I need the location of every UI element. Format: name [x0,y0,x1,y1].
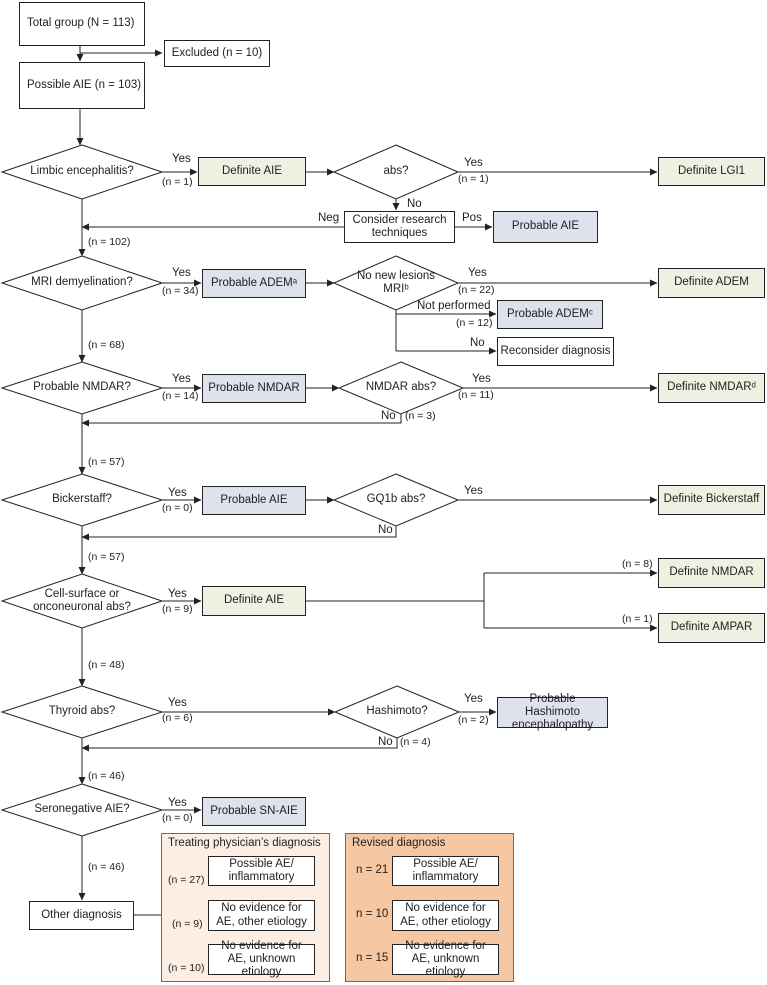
probable-aie-box-2: Probable AIE [202,486,306,515]
count-after-limbic: (n = 102) [88,236,131,248]
treating-box-other-etiology: No evidence for AE, other etiology [208,900,315,931]
count-cell-yes: (n = 9) [162,603,193,615]
treating-box-unknown-etiology: No evidence for AE, unknown etiology [208,940,315,978]
thyroid-yes-label: Yes [168,697,187,709]
decision-nmdar-abs-text: NMDAR abs? [365,381,437,394]
treating-count-10: (n = 10) [168,962,205,974]
nmdar-abs-no-label: No [381,410,396,422]
decision-cell-surface-text: Cell-surface or onconeuronal abs? [33,587,131,613]
possible-aie-box: Possible AIE (n = 103) [19,62,145,109]
definite-nmdar-box: Definite NMDAR [658,558,765,588]
decision-gq1b-text: GQ1b abs? [366,493,426,506]
limbic-yes-label: Yes [172,153,191,165]
probable-aie-box-1: Probable AIE [493,211,598,243]
count-bickerstaff-yes: (n = 0) [162,502,193,514]
count-lesions-not-performed: (n = 12) [456,317,493,329]
decision-hashimoto-text: Hashimoto? [366,705,428,718]
count-after-nmdar: (n = 57) [88,456,125,468]
lesions-yes-label: Yes [468,267,487,279]
revised-count-10: n = 10 [356,908,389,920]
probable-nmdar-box: Probable NMDAR [202,374,306,403]
count-abs-yes: (n = 1) [458,173,489,185]
decision-limbic-text: Limbic encephalitis? [30,165,134,178]
gq1b-yes-label: Yes [464,485,483,497]
definite-aie-box-2: Definite AIE [202,586,306,616]
abs-yes-label: Yes [464,157,483,169]
decision-lesions-text: No new lesions MRIᵇ [357,269,435,295]
probable-hashimoto-box: Probable Hashimoto encephalopathy [497,693,608,731]
count-nmdar-abs-no: (n = 3) [405,410,436,422]
total-group-box: Total group (N = 113) [19,2,145,46]
mri-yes-label: Yes [172,267,191,279]
decision-abs-text: abs? [383,165,409,178]
excluded-box: Excluded (n = 10) [164,40,270,67]
count-nmdar-abs-yes: (n = 11) [458,389,494,401]
count-after-cell: (n = 48) [88,659,125,671]
neg-label: Neg [318,212,340,224]
count-nmdar-yes: (n = 14) [162,390,199,402]
revised-count-21: n = 21 [356,864,389,876]
count-thyroid-yes: (n = 6) [162,712,193,724]
gq1b-no-label: No [378,524,393,536]
revised-panel-title: Revised diagnosis [352,837,446,849]
count-lesions-yes: (n = 22) [458,284,495,296]
revised-box-possible-ae: Possible AE/ inflammatory [392,856,499,886]
pos-label: Pos [462,212,482,224]
decision-seronegative-text: Seronegative AIE? [34,803,130,816]
count-ampar-1: (n = 1) [622,613,653,625]
revised-box-other-etiology: No evidence for AE, other etiology [392,900,499,931]
probable-sn-aie-box: Probable SN-AIE [202,797,306,826]
treating-panel-title: Treating physician’s diagnosis [168,837,321,849]
hashimoto-yes-label: Yes [464,693,483,705]
treating-box-possible-ae: Possible AE/ inflammatory [208,856,315,886]
nmdar-yes-label: Yes [172,373,191,385]
treating-count-27: (n = 27) [168,874,205,886]
bickerstaff-yes-label: Yes [168,487,187,499]
decision-mri-text: MRI demyelination? [31,276,133,289]
count-limbic-yes: (n = 1) [162,176,193,188]
decision-thyroid-text: Thyroid abs? [48,705,116,718]
decision-probable-nmdar-text: Probable NMDAR? [33,381,131,394]
hashimoto-no-label: No [378,736,393,748]
definite-adem-box: Definite ADEM [658,268,765,298]
reconsider-diagnosis-box: Reconsider diagnosis [497,337,614,366]
probable-adem-box-1: Probable ADEMᵃ [202,269,306,298]
decision-bickerstaff-text: Bickerstaff? [52,493,112,506]
count-nmdar-8: (n = 8) [622,558,653,570]
abs-no-label: No [407,198,422,210]
seroneg-yes-label: Yes [168,797,187,809]
consider-research-box: Consider research techniques [344,211,455,243]
revised-box-unknown-etiology: No evidence for AE, unknown etiology [392,940,499,978]
count-mri-yes: (n = 34) [162,285,199,297]
probable-adem-box-2: Probable ADEMᶜ [497,300,603,329]
definite-lgi1-box: Definite LGI1 [658,157,765,186]
count-after-mri: (n = 68) [88,339,125,351]
not-performed-label: Not performed [417,300,491,312]
definite-nmdar-d-box: Definite NMDARᵈ [658,373,765,403]
cell-yes-label: Yes [168,588,187,600]
definite-ampar-box: Definite AMPAR [658,613,765,643]
count-after-bickerstaff: (n = 57) [88,551,125,563]
lesions-no-label: No [470,337,485,349]
count-hashimoto-no: (n = 4) [400,736,431,748]
nmdar-abs-yes-label: Yes [472,373,491,385]
other-diagnosis-box: Other diagnosis [29,901,134,930]
count-hashimoto-yes: (n = 2) [458,714,489,726]
revised-count-15: n = 15 [356,952,389,964]
treating-count-9: (n = 9) [172,918,203,930]
count-seroneg-yes: (n = 0) [162,812,193,824]
count-after-thyroid: (n = 46) [88,770,125,782]
definite-aie-box-1: Definite AIE [198,157,306,186]
count-after-seroneg: (n = 46) [88,861,125,873]
definite-bickerstaff-box: Definite Bickerstaff [658,485,765,515]
